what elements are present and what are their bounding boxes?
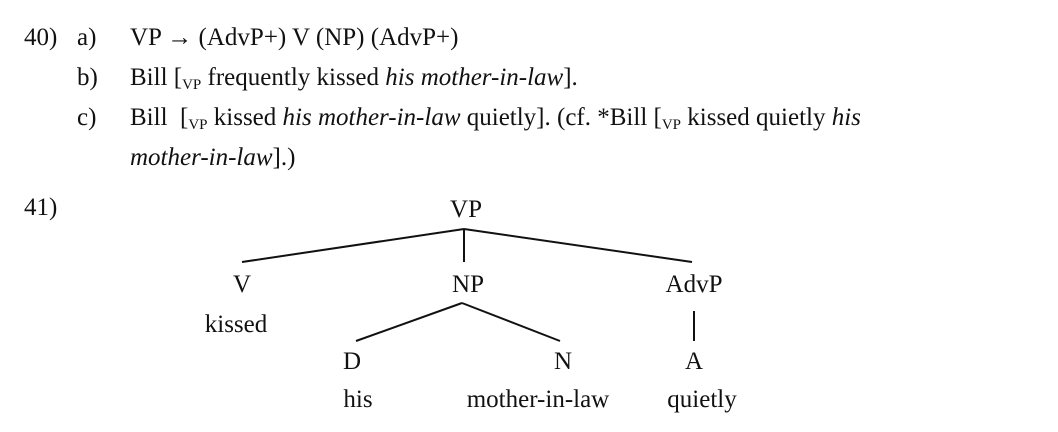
italic-phrase: his mother-in-law bbox=[282, 104, 461, 131]
node-advp: AdvP bbox=[666, 271, 723, 298]
phrase-structure-rule: VP → (AdvP+) V (NP) (AdvP+) bbox=[130, 24, 459, 51]
item-letter-a: a) bbox=[77, 24, 97, 51]
example-sentence-c: Bill [VP kissed his mother-in-law quietl… bbox=[130, 104, 861, 133]
italic-phrase: his mother-in-law bbox=[385, 64, 564, 91]
vp-subscript: VP bbox=[188, 117, 208, 133]
leaf-his: his bbox=[343, 386, 372, 413]
node-a: A bbox=[685, 348, 703, 375]
node-v: V bbox=[233, 271, 251, 298]
item-letter-b: b) bbox=[77, 64, 98, 91]
example-number-40: 40) bbox=[24, 24, 58, 51]
leaf-quietly: quietly bbox=[667, 386, 737, 413]
example-number-41: 41) bbox=[24, 194, 58, 221]
branch-np-d bbox=[355, 302, 463, 342]
branch-vp-v bbox=[241, 228, 465, 263]
branch-vp-advp bbox=[463, 228, 693, 263]
vp-subscript: VP bbox=[182, 77, 202, 93]
vp-subscript: VP bbox=[661, 117, 682, 133]
italic-phrase: mother-in-law bbox=[130, 144, 273, 171]
example-sentence-b: Bill [VP frequently kissed his mother-in… bbox=[130, 64, 578, 93]
item-letter-c: c) bbox=[77, 104, 97, 131]
italic-phrase: his bbox=[831, 104, 861, 131]
node-np: NP bbox=[452, 271, 484, 298]
node-d: D bbox=[343, 348, 361, 375]
leaf-mother-in-law: mother-in-law bbox=[467, 386, 610, 413]
leaf-kissed: kissed bbox=[205, 311, 268, 338]
branch-np-n bbox=[461, 302, 561, 342]
node-n: N bbox=[554, 348, 572, 375]
node-vp: VP bbox=[450, 196, 482, 223]
example-sentence-c-cont: mother-in-law].) bbox=[130, 144, 296, 171]
